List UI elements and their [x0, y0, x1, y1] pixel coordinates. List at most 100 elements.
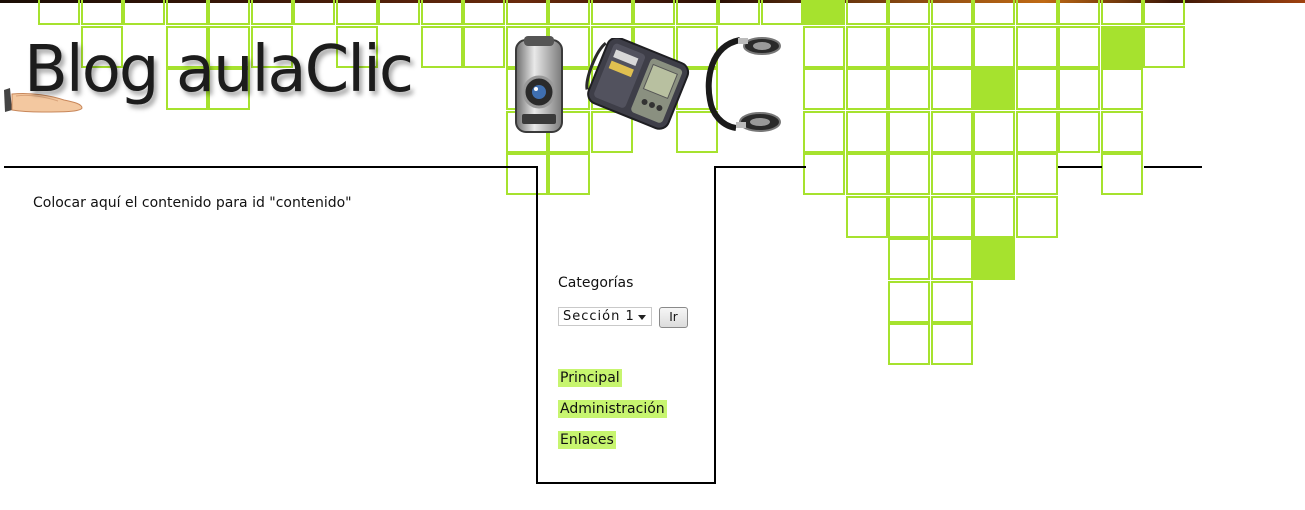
- grid-cell: [591, 0, 633, 25]
- grid-cell: [931, 238, 973, 280]
- grid-cell: [548, 0, 590, 25]
- grid-cell: [548, 153, 590, 195]
- grid-cell: [1058, 0, 1100, 25]
- nav-link-enlaces[interactable]: Enlaces: [558, 431, 616, 449]
- grid-cell: [846, 0, 888, 25]
- organizer-icon: [585, 38, 690, 130]
- grid-cell: [251, 0, 293, 25]
- grid-cell: [1101, 111, 1143, 153]
- grid-cell: [1143, 0, 1185, 25]
- camera-icon: [515, 36, 563, 133]
- grid-cell: [463, 26, 505, 68]
- grid-cell: [336, 26, 378, 68]
- header-separator-mid: [714, 166, 806, 168]
- grid-cell: [591, 111, 633, 153]
- grid-cell: [888, 281, 930, 323]
- grid-cell: [973, 26, 1015, 68]
- grid-cell: [888, 153, 930, 195]
- grid-cell: [676, 111, 718, 153]
- grid-cell: [1101, 68, 1143, 110]
- grid-cell: [803, 111, 845, 153]
- top-decorative-strip: [0, 0, 1305, 3]
- hand-icon: [4, 88, 83, 113]
- header-separator-left: [4, 166, 538, 168]
- grid-cell: [166, 68, 208, 110]
- grid-cell: [803, 0, 845, 25]
- site-logo-title[interactable]: Blog aulaClic: [24, 33, 414, 107]
- category-select[interactable]: Sección 1: [558, 307, 652, 326]
- headphones-icon: [705, 37, 781, 132]
- grid-cell: [166, 0, 208, 25]
- grid-cell: [1016, 0, 1058, 25]
- grid-cell: [1058, 26, 1100, 68]
- grid-cell: [251, 26, 293, 68]
- grid-cell: [888, 26, 930, 68]
- grid-cell: [931, 196, 973, 238]
- grid-cell: [166, 26, 208, 68]
- grid-cell: [1101, 0, 1143, 25]
- grid-cell: [1058, 111, 1100, 153]
- sidebar-border-bottom: [536, 482, 716, 484]
- category-select-value: Sección 1: [563, 309, 635, 324]
- grid-cell: [1016, 153, 1058, 195]
- grid-cell: [1016, 196, 1058, 238]
- grid-cell: [803, 68, 845, 110]
- grid-cell: [1016, 111, 1058, 153]
- grid-cell: [718, 0, 760, 25]
- grid-cell: [1143, 26, 1185, 68]
- grid-cell: [633, 0, 675, 25]
- grid-cell: [973, 0, 1015, 25]
- grid-cell: [421, 0, 463, 25]
- grid-cell: [888, 68, 930, 110]
- grid-cell: [506, 0, 548, 25]
- grid-cell: [846, 68, 888, 110]
- grid-cell: [803, 26, 845, 68]
- grid-cell: [931, 323, 973, 365]
- grid-cell: [803, 153, 845, 195]
- grid-cell: [676, 0, 718, 25]
- grid-cell: [973, 68, 1015, 110]
- grid-cell: [888, 196, 930, 238]
- sidebar-border-right: [714, 166, 716, 484]
- grid-cell: [931, 68, 973, 110]
- nav-link-administracion[interactable]: Administración: [558, 400, 667, 418]
- grid-cell: [421, 26, 463, 68]
- grid-cell: [846, 26, 888, 68]
- grid-cell: [293, 0, 335, 25]
- header-separator-right-a: [1058, 166, 1102, 168]
- chevron-down-icon: [638, 315, 646, 320]
- nav-link-principal[interactable]: Principal: [558, 369, 622, 387]
- grid-cell: [888, 111, 930, 153]
- grid-cell: [1101, 26, 1143, 68]
- grid-cell: [1016, 68, 1058, 110]
- grid-cell: [1016, 26, 1058, 68]
- sidebar-border-left: [536, 166, 538, 484]
- grid-cell: [761, 0, 803, 25]
- content-placeholder-text: Colocar aquí el contenido para id "conte…: [33, 195, 352, 211]
- go-button[interactable]: Ir: [659, 307, 688, 328]
- grid-cell: [81, 26, 123, 68]
- grid-cell: [506, 153, 548, 195]
- grid-cell: [81, 0, 123, 25]
- grid-cell: [208, 0, 250, 25]
- grid-cell: [378, 0, 420, 25]
- categories-heading: Categorías: [558, 275, 634, 291]
- grid-cell: [1058, 68, 1100, 110]
- grid-cell: [888, 323, 930, 365]
- header-separator-right-b: [1144, 166, 1202, 168]
- grid-cell: [973, 238, 1015, 280]
- grid-cell: [846, 196, 888, 238]
- grid-cell: [888, 238, 930, 280]
- grid-cell: [1101, 153, 1143, 195]
- grid-cell: [888, 0, 930, 25]
- grid-cell: [973, 111, 1015, 153]
- grid-cell: [931, 281, 973, 323]
- grid-cell: [336, 0, 378, 25]
- grid-cell: [931, 111, 973, 153]
- grid-cell: [208, 68, 250, 110]
- grid-cell: [846, 153, 888, 195]
- grid-cell: [38, 0, 80, 25]
- grid-cell: [208, 26, 250, 68]
- grid-cell: [973, 153, 1015, 195]
- grid-cell: [463, 0, 505, 25]
